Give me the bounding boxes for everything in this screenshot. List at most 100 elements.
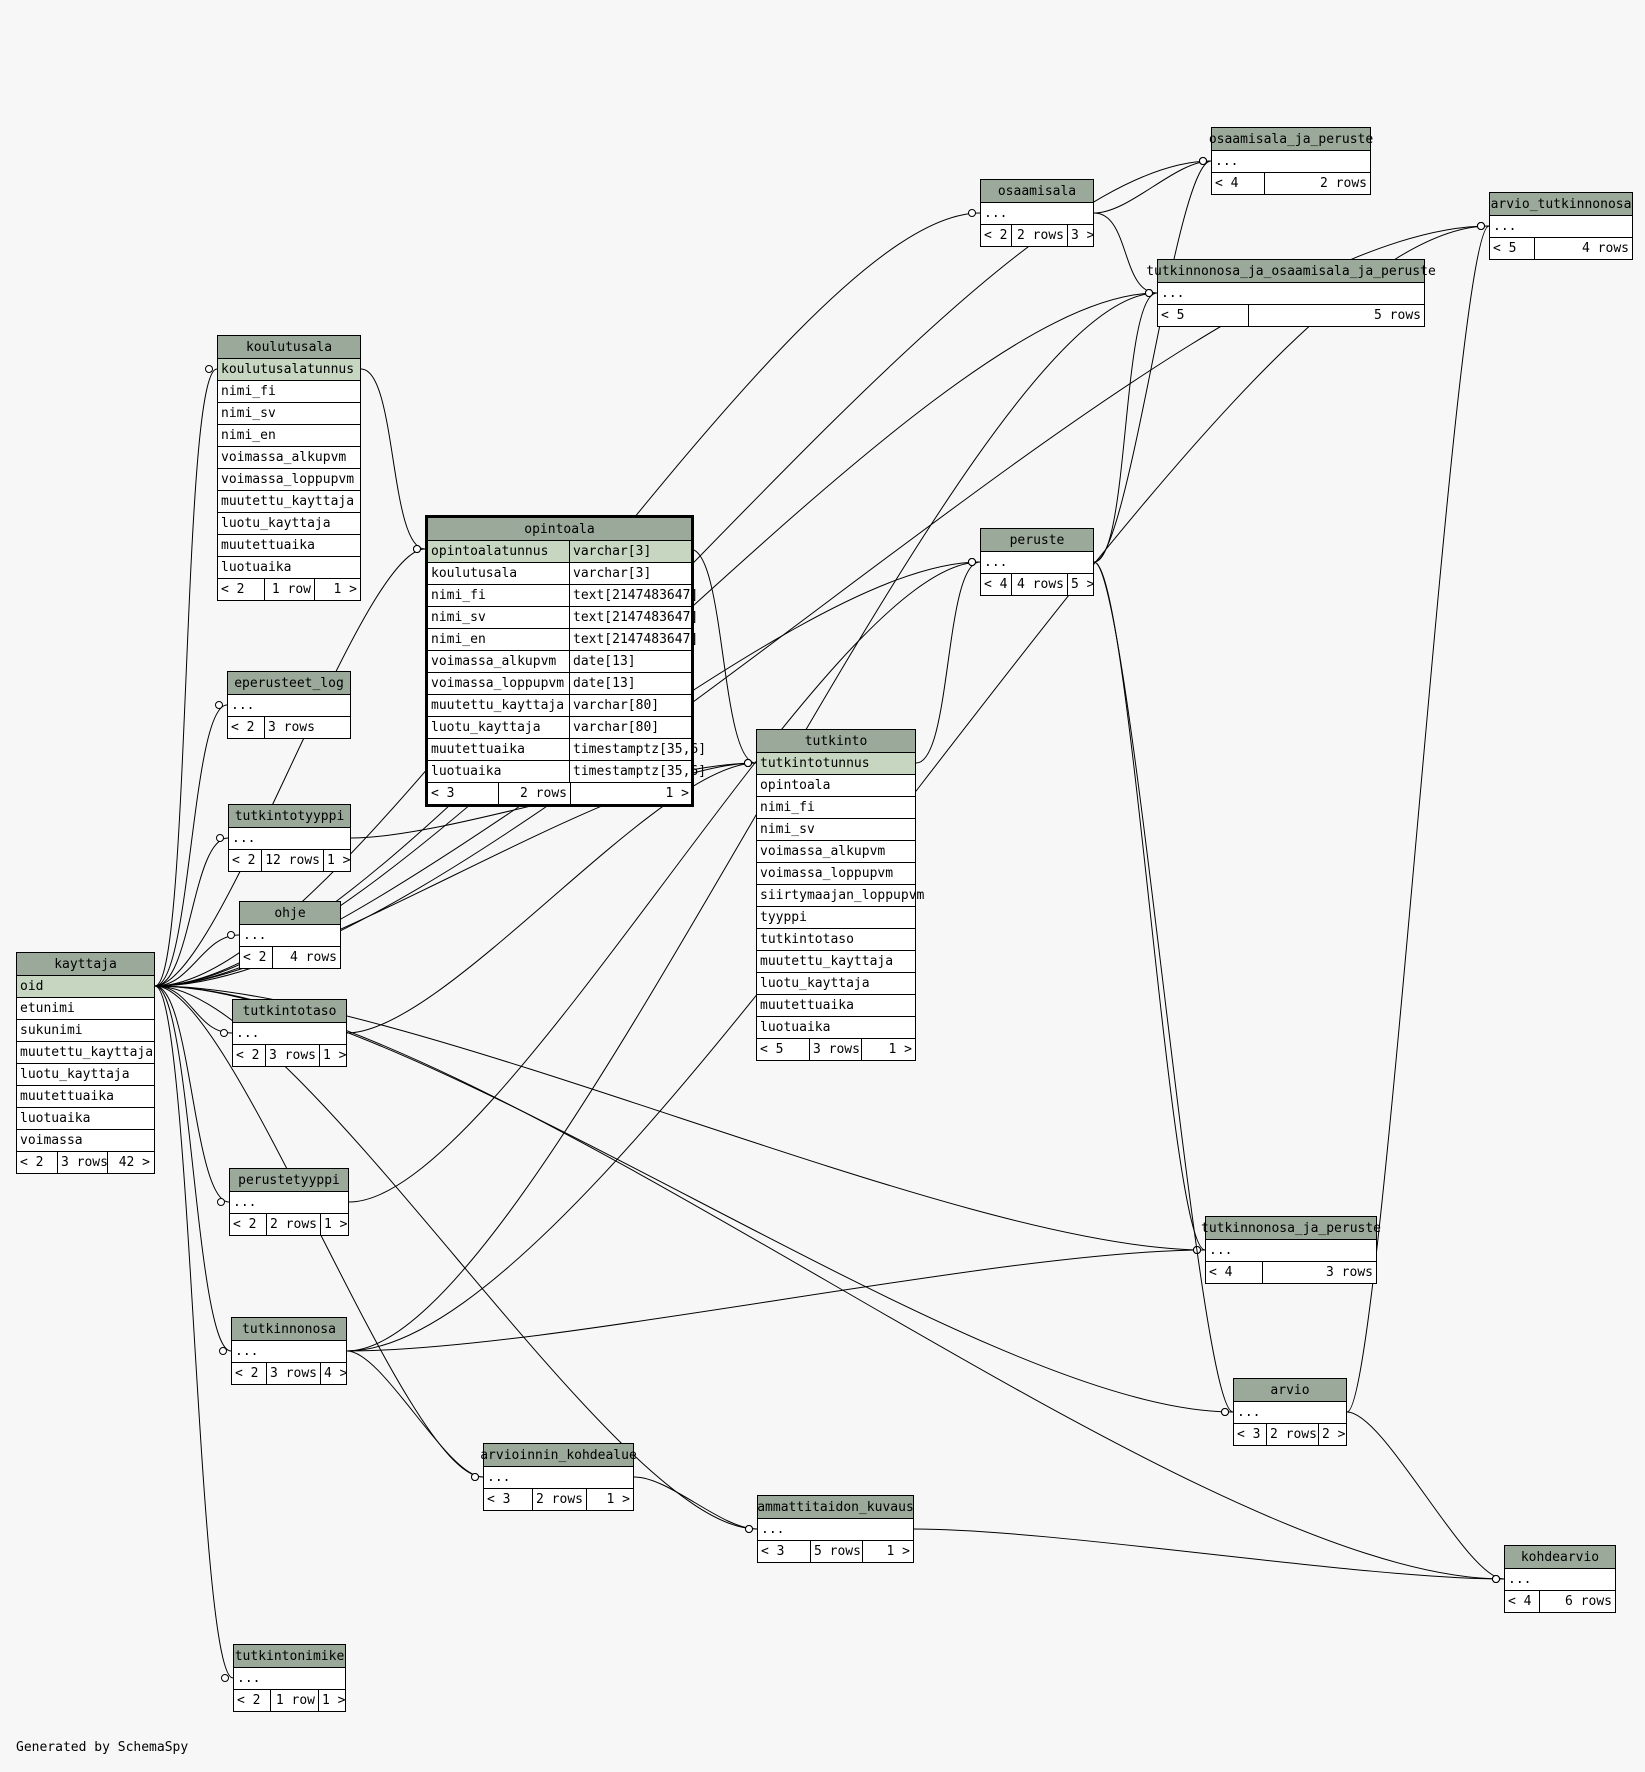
column-row[interactable]: ...	[234, 1667, 345, 1689]
table-header[interactable]: arvio_tutkinnonosa	[1490, 193, 1632, 215]
column-row[interactable]: muutettuaika	[757, 994, 915, 1016]
primary-key-row[interactable]: oid	[17, 975, 154, 997]
table-header[interactable]: opintoala	[428, 518, 691, 540]
table-header[interactable]: ammattitaidon_kuvaus	[757, 1496, 914, 1518]
column-row[interactable]: nimi_fi	[757, 796, 915, 818]
column-row[interactable]: muutettu_kayttaja	[218, 490, 360, 512]
column-row[interactable]: tyyppi	[757, 906, 915, 928]
table-header[interactable]: tutkintonimike	[234, 1645, 345, 1667]
column-row[interactable]: etunimi	[17, 997, 154, 1019]
table-header[interactable]: tutkintotyyppi	[229, 805, 350, 827]
primary-key-row[interactable]: tutkintotunnus	[757, 752, 915, 774]
table-header[interactable]: osaamisala	[981, 180, 1093, 202]
column-row[interactable]: ...	[228, 694, 350, 716]
column-row[interactable]: voimassa_alkupvm	[218, 446, 360, 468]
column-row[interactable]: ...	[1158, 282, 1424, 304]
table-tutkinnonosa-ja-osaamisala-ja-peruste[interactable]: tutkinnonosa_ja_osaamisala_ja_peruste...…	[1146, 259, 1436, 327]
column-row[interactable]: voimassa_alkupvm	[757, 840, 915, 862]
primary-key-row[interactable]: koulutusalatunnus	[218, 358, 360, 380]
column-row[interactable]: muutettuaika	[17, 1085, 154, 1107]
column-row[interactable]: ...	[484, 1466, 633, 1488]
column-row[interactable]: ...	[1490, 215, 1632, 237]
table-header[interactable]: kohdearvio	[1505, 1546, 1615, 1568]
column-row[interactable]: ...	[233, 1022, 346, 1044]
column-row[interactable]: luotuaika	[757, 1016, 915, 1038]
table-header[interactable]: arvioinnin_kohdealue	[480, 1444, 637, 1466]
column-row[interactable]: ...	[230, 1191, 348, 1213]
column-row[interactable]: ...	[232, 1340, 346, 1362]
column-row[interactable]: voimassa	[17, 1129, 154, 1151]
column-row[interactable]: ...	[240, 924, 340, 946]
table-header[interactable]: tutkinnonosa_ja_peruste	[1201, 1217, 1381, 1239]
column-row[interactable]: voimassa_loppupvm	[218, 468, 360, 490]
table-header[interactable]: peruste	[981, 529, 1093, 551]
column-row[interactable]: opintoala	[757, 774, 915, 796]
column-row[interactable]: nimi_en	[218, 424, 360, 446]
column-row[interactable]: ...	[1505, 1568, 1615, 1590]
table-header[interactable]: kayttaja	[17, 953, 154, 975]
column-row[interactable]: ...	[758, 1518, 913, 1540]
column-row[interactable]: luotu_kayttaja	[17, 1063, 154, 1085]
table-header[interactable]: eperusteet_log	[228, 672, 350, 694]
column-row[interactable]: ...	[981, 202, 1093, 224]
column-row[interactable]: luotu_kayttaja	[218, 512, 360, 534]
column-row[interactable]: nimi_sv	[218, 402, 360, 424]
table-header[interactable]: ohje	[240, 902, 340, 924]
column-row[interactable]: luotu_kayttaja	[757, 972, 915, 994]
column-row[interactable]: nimi_fi	[218, 380, 360, 402]
column-row[interactable]: muutettu_kayttaja	[17, 1041, 154, 1063]
column-row[interactable]: siirtymaajan_loppupvm	[757, 884, 924, 906]
column-row[interactable]: luotuaika	[218, 556, 360, 578]
table-header[interactable]: koulutusala	[218, 336, 360, 358]
column-row[interactable]: muutettu_kayttaja	[757, 950, 915, 972]
column-row[interactable]: muutettuaika	[218, 534, 360, 556]
table-header[interactable]: tutkinto	[757, 730, 915, 752]
column-row[interactable]: ...	[1206, 1239, 1376, 1261]
table-header[interactable]: tutkinnonosa	[232, 1318, 346, 1340]
column-row[interactable]: nimi_sv	[757, 818, 915, 840]
table-header[interactable]: perustetyyppi	[230, 1169, 348, 1191]
table-header[interactable]: arvio	[1234, 1379, 1346, 1401]
column-row[interactable]: luotuaika	[17, 1107, 154, 1129]
column-row[interactable]: ...	[1212, 150, 1370, 172]
column-row[interactable]: voimassa_loppupvm	[757, 862, 915, 884]
column-row[interactable]: sukunimi	[17, 1019, 154, 1041]
table-header[interactable]: tutkinnonosa_ja_osaamisala_ja_peruste	[1146, 260, 1436, 282]
column-row[interactable]: ...	[981, 551, 1093, 573]
table-header[interactable]: osaamisala_ja_peruste	[1209, 128, 1373, 150]
table-header[interactable]: tutkintotaso	[233, 1000, 346, 1022]
column-row[interactable]: tutkintotaso	[757, 928, 915, 950]
column-row[interactable]: ...	[229, 827, 350, 849]
